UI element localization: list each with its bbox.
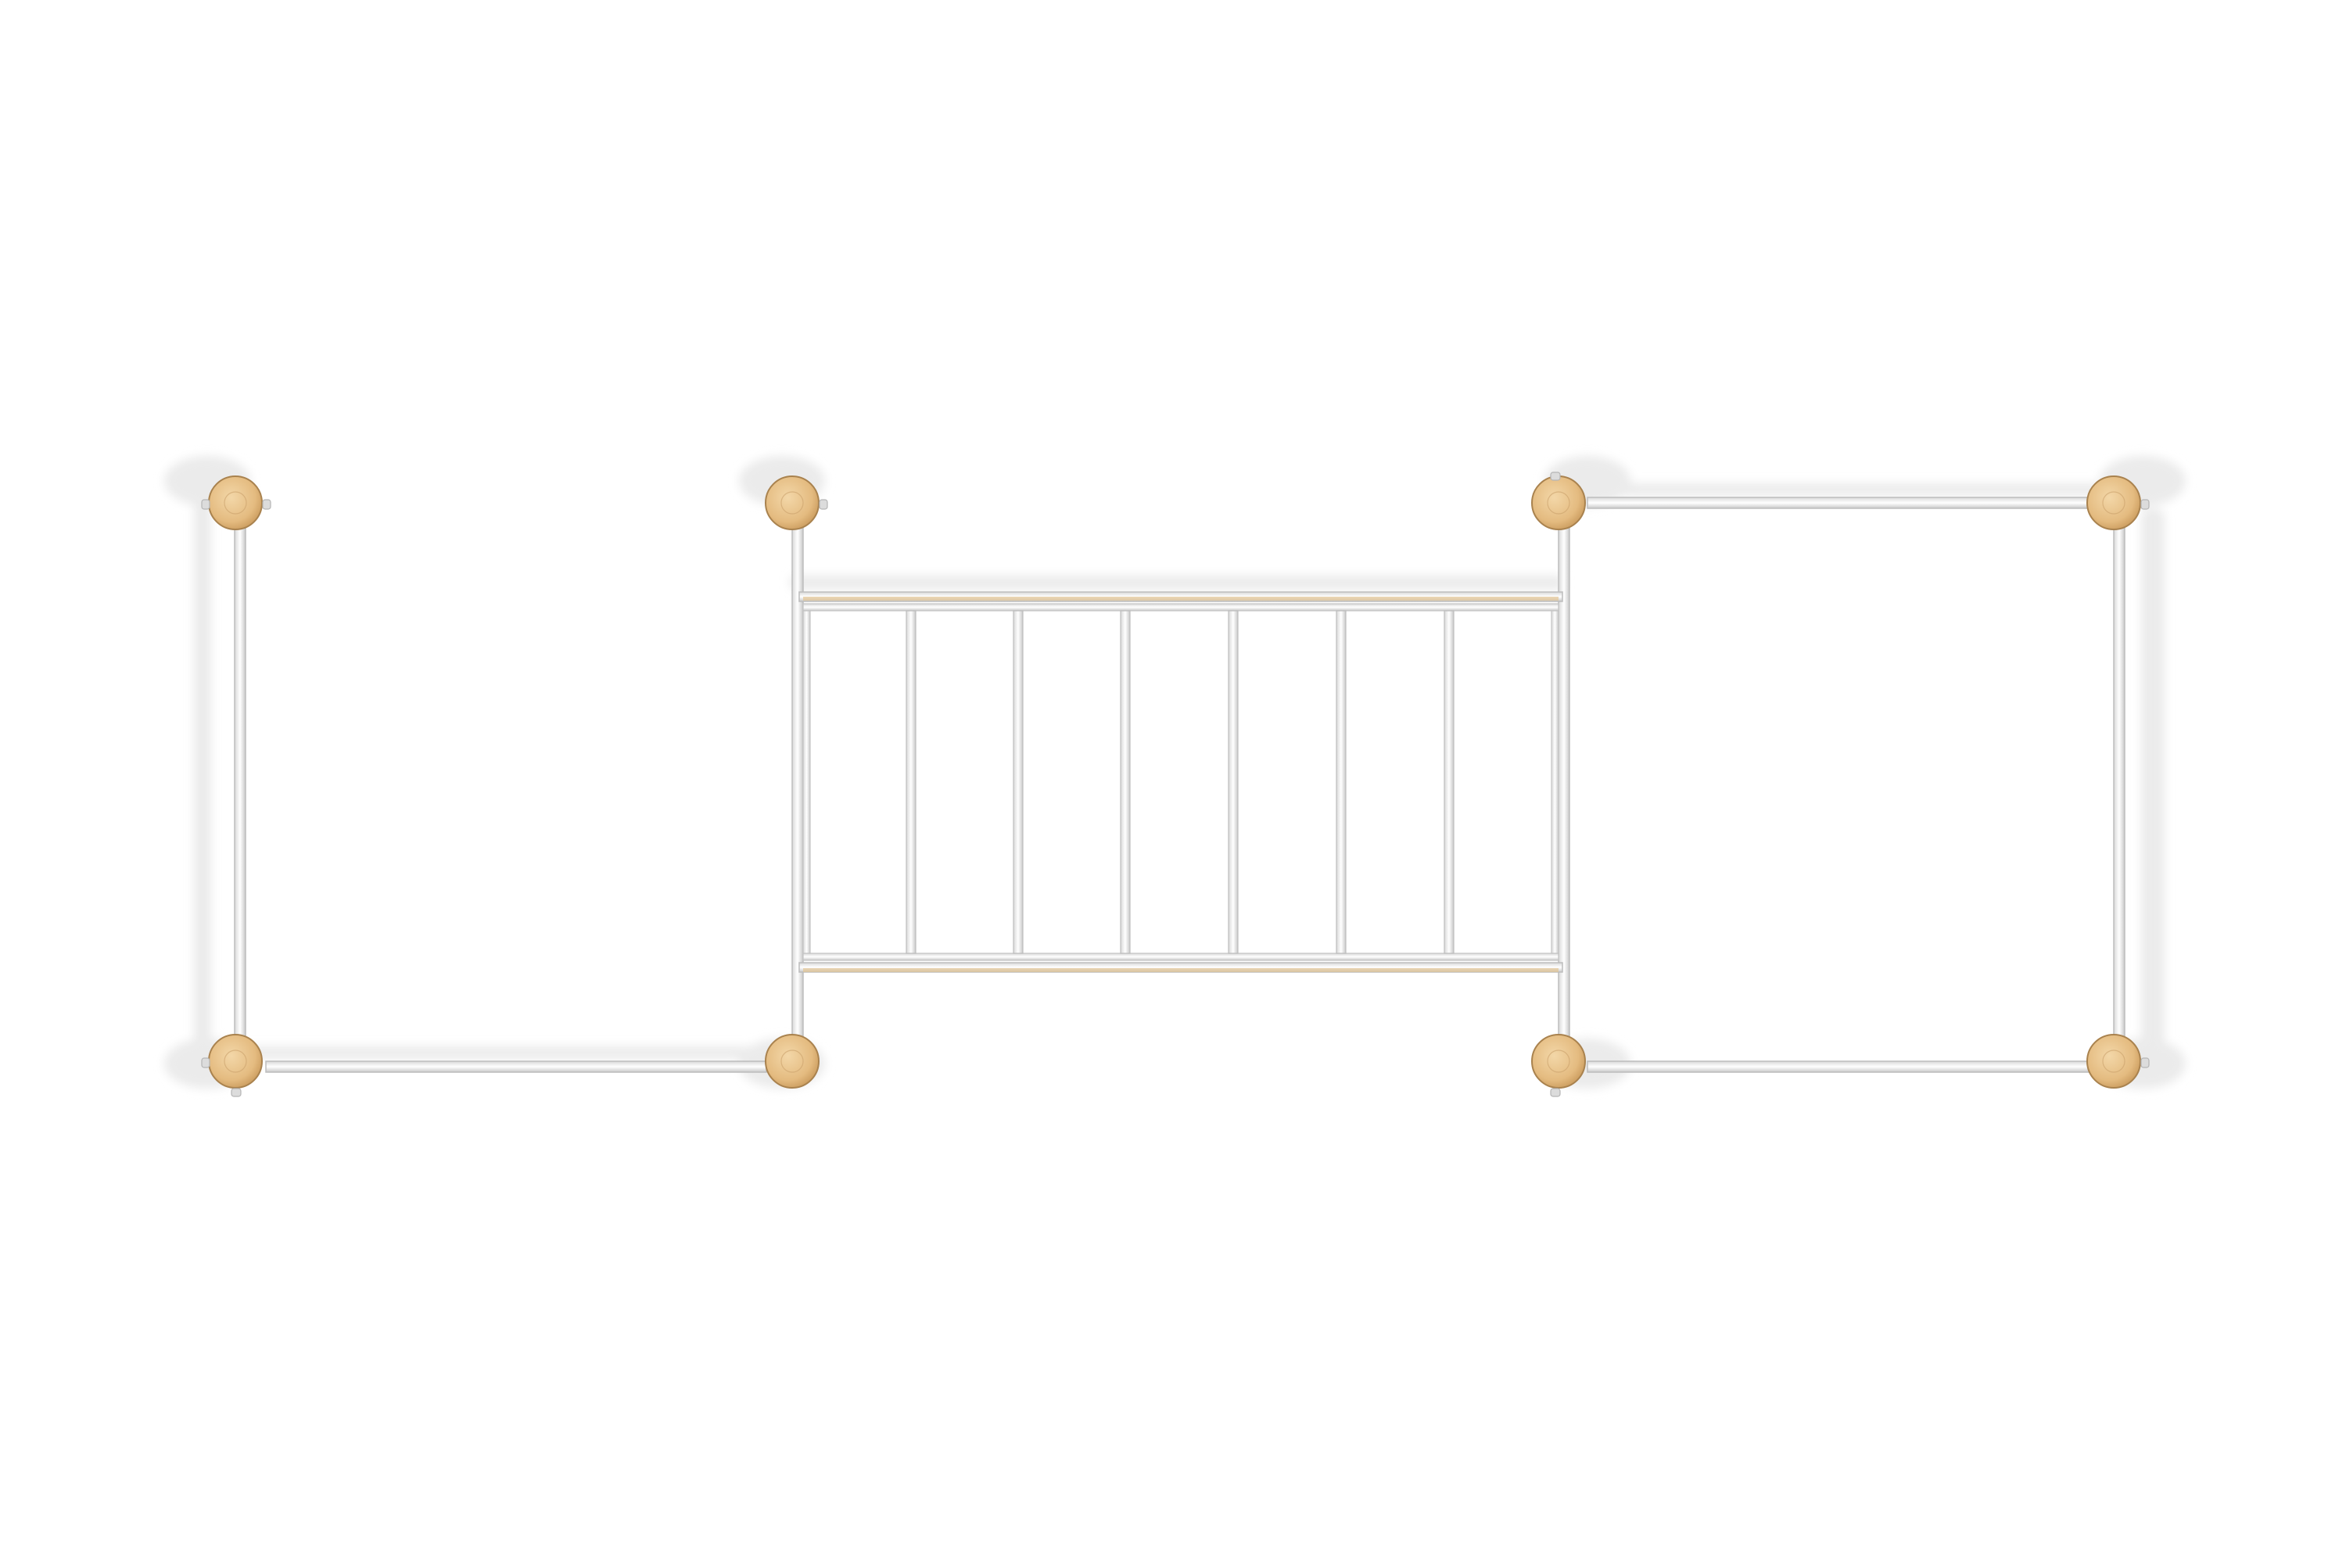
ladder-bar xyxy=(1336,610,1347,954)
ladder-bar xyxy=(1444,610,1455,954)
right-top-tube xyxy=(1587,497,2120,509)
clamp xyxy=(262,499,271,510)
ladder-bars xyxy=(906,610,1455,954)
left-bottom-tube xyxy=(265,1060,767,1073)
ladder-bar xyxy=(1013,610,1024,954)
wooden-post xyxy=(2086,475,2141,530)
right-post-shadow xyxy=(2141,508,2165,1048)
clamp xyxy=(231,1088,242,1097)
frame-bottom-inner-rail xyxy=(802,953,1559,961)
steel-clamps xyxy=(201,472,2150,1097)
left-bottom-shadow xyxy=(235,1046,766,1059)
clamp xyxy=(1550,472,1561,481)
wood-board-bottom xyxy=(803,968,1559,972)
frame-top-inner-rail xyxy=(802,603,1559,612)
right-top-shadow xyxy=(1587,483,2150,496)
clamp xyxy=(201,1057,210,1068)
wooden-post xyxy=(208,1034,263,1089)
frame-inner-right-tube xyxy=(1551,610,1559,954)
clamp xyxy=(2140,499,2150,510)
frame-inner-left-tube xyxy=(802,610,811,954)
right-bottom-tube xyxy=(1587,1060,2120,1073)
center-top-shadow xyxy=(790,576,1564,590)
clamp xyxy=(1550,1088,1561,1097)
ladder-bar xyxy=(1228,610,1239,954)
wooden-post xyxy=(208,475,263,530)
clamp xyxy=(819,499,828,510)
wooden-posts xyxy=(208,475,2141,1089)
left-vertical-tube xyxy=(234,515,246,1049)
left-l-frame xyxy=(234,515,767,1073)
wooden-post xyxy=(1531,1034,1586,1089)
ground-shadows xyxy=(164,456,2186,1089)
ladder-bar xyxy=(906,610,917,954)
wooden-post xyxy=(1531,475,1586,530)
clamp xyxy=(2140,1057,2150,1068)
wood-board-top xyxy=(803,597,1559,601)
wooden-post xyxy=(2086,1034,2141,1089)
left-post-shadow xyxy=(194,485,211,1064)
wooden-post xyxy=(765,1034,820,1089)
center-bar-frame xyxy=(791,515,1570,1049)
ladder-bar xyxy=(1120,610,1131,954)
wooden-post xyxy=(765,475,820,530)
right-square-frame xyxy=(1587,497,2125,1073)
clamp xyxy=(201,499,210,510)
right-vertical-tube xyxy=(2113,515,2125,1049)
